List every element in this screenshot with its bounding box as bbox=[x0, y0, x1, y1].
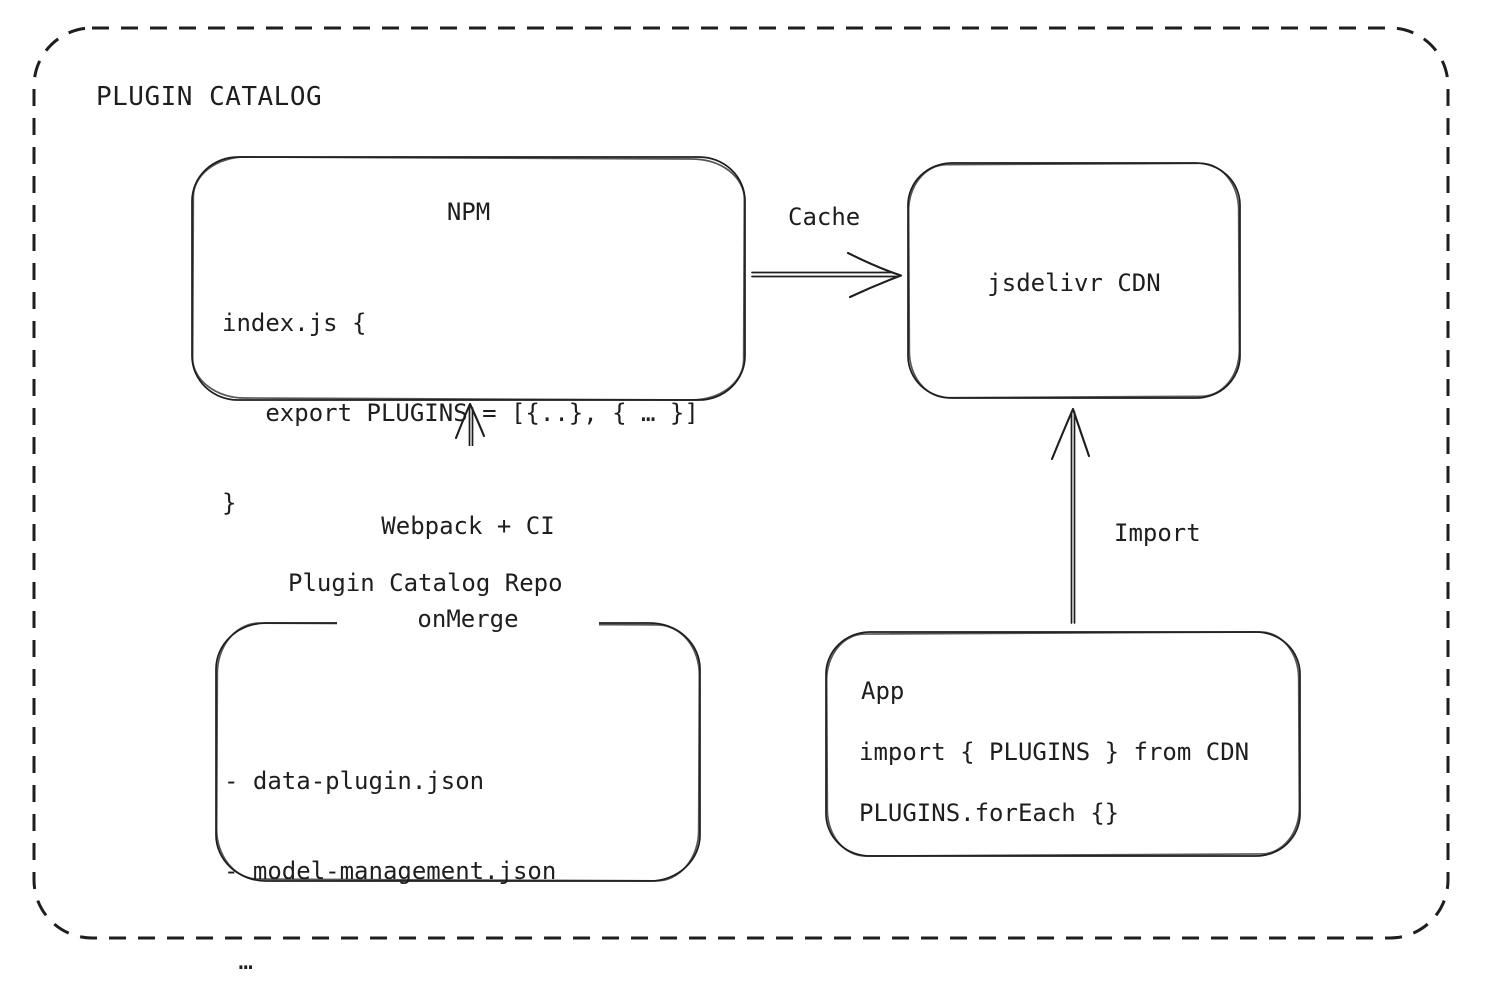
diagram-title: PLUGIN CATALOG bbox=[96, 82, 323, 112]
cdn-box-label: jsdelivr CDN bbox=[987, 269, 1161, 297]
repo-file-list: - data-plugin.json - model-management.js… bbox=[224, 706, 556, 1002]
app-code-line: import { PLUGINS } from CDN bbox=[859, 738, 1250, 766]
npm-code-block: index.js { export PLUGINS = [{..}, { … }… bbox=[222, 248, 699, 578]
cache-arrow-label: Cache bbox=[788, 203, 861, 231]
repo-file-item: - data-plugin.json bbox=[224, 767, 485, 795]
repo-file-item: - model-management.json bbox=[224, 857, 557, 885]
cdn-box bbox=[907, 162, 1241, 399]
app-code-line: PLUGINS.forEach {} bbox=[859, 799, 1120, 827]
catalog-boundary-outline bbox=[32, 26, 1450, 940]
app-box bbox=[825, 631, 1301, 857]
app-box-title: App bbox=[861, 677, 905, 705]
build-arrow-label: Webpack + CI onMerge bbox=[337, 446, 599, 700]
npm-code-line: } bbox=[222, 489, 237, 517]
npm-code-line: export PLUGINS = [{..}, { … }] bbox=[222, 399, 699, 427]
cache-arrow bbox=[751, 251, 903, 299]
build-arrow-label-line: onMerge bbox=[417, 605, 519, 633]
npm-code-line: index.js { bbox=[222, 309, 367, 337]
build-arrow-label-line: Webpack + CI bbox=[381, 512, 555, 540]
npm-box-title: NPM bbox=[446, 198, 491, 226]
import-arrow-label: Import bbox=[1114, 519, 1201, 547]
import-arrow bbox=[1050, 407, 1091, 624]
repo-file-item: … bbox=[224, 947, 253, 975]
npm-box bbox=[191, 156, 746, 401]
repo-box-label: Plugin Catalog Repo bbox=[288, 569, 563, 597]
